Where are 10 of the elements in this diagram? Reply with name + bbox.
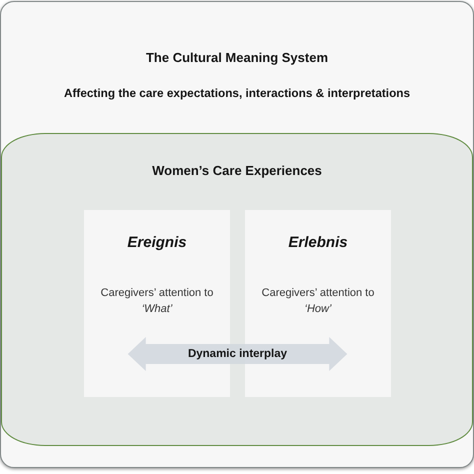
card-title: Erlebnis [288, 234, 348, 252]
card-title: Ereignis [127, 234, 187, 252]
inner-panel [1, 133, 473, 446]
card-description: Caregivers’ attention to ‘What’ [100, 286, 214, 317]
panel-subtitle: Affecting the care expectations, interactions & interpretations [64, 86, 410, 101]
double-headed-arrow [128, 337, 348, 371]
panel-title: The Cultural Meaning System [146, 50, 328, 66]
section-heading: Women’s Care Experiences [152, 163, 322, 179]
edge-label: Dynamic interplay [188, 346, 288, 361]
card-description: Caregivers’ attention to ‘How’ [260, 286, 376, 317]
